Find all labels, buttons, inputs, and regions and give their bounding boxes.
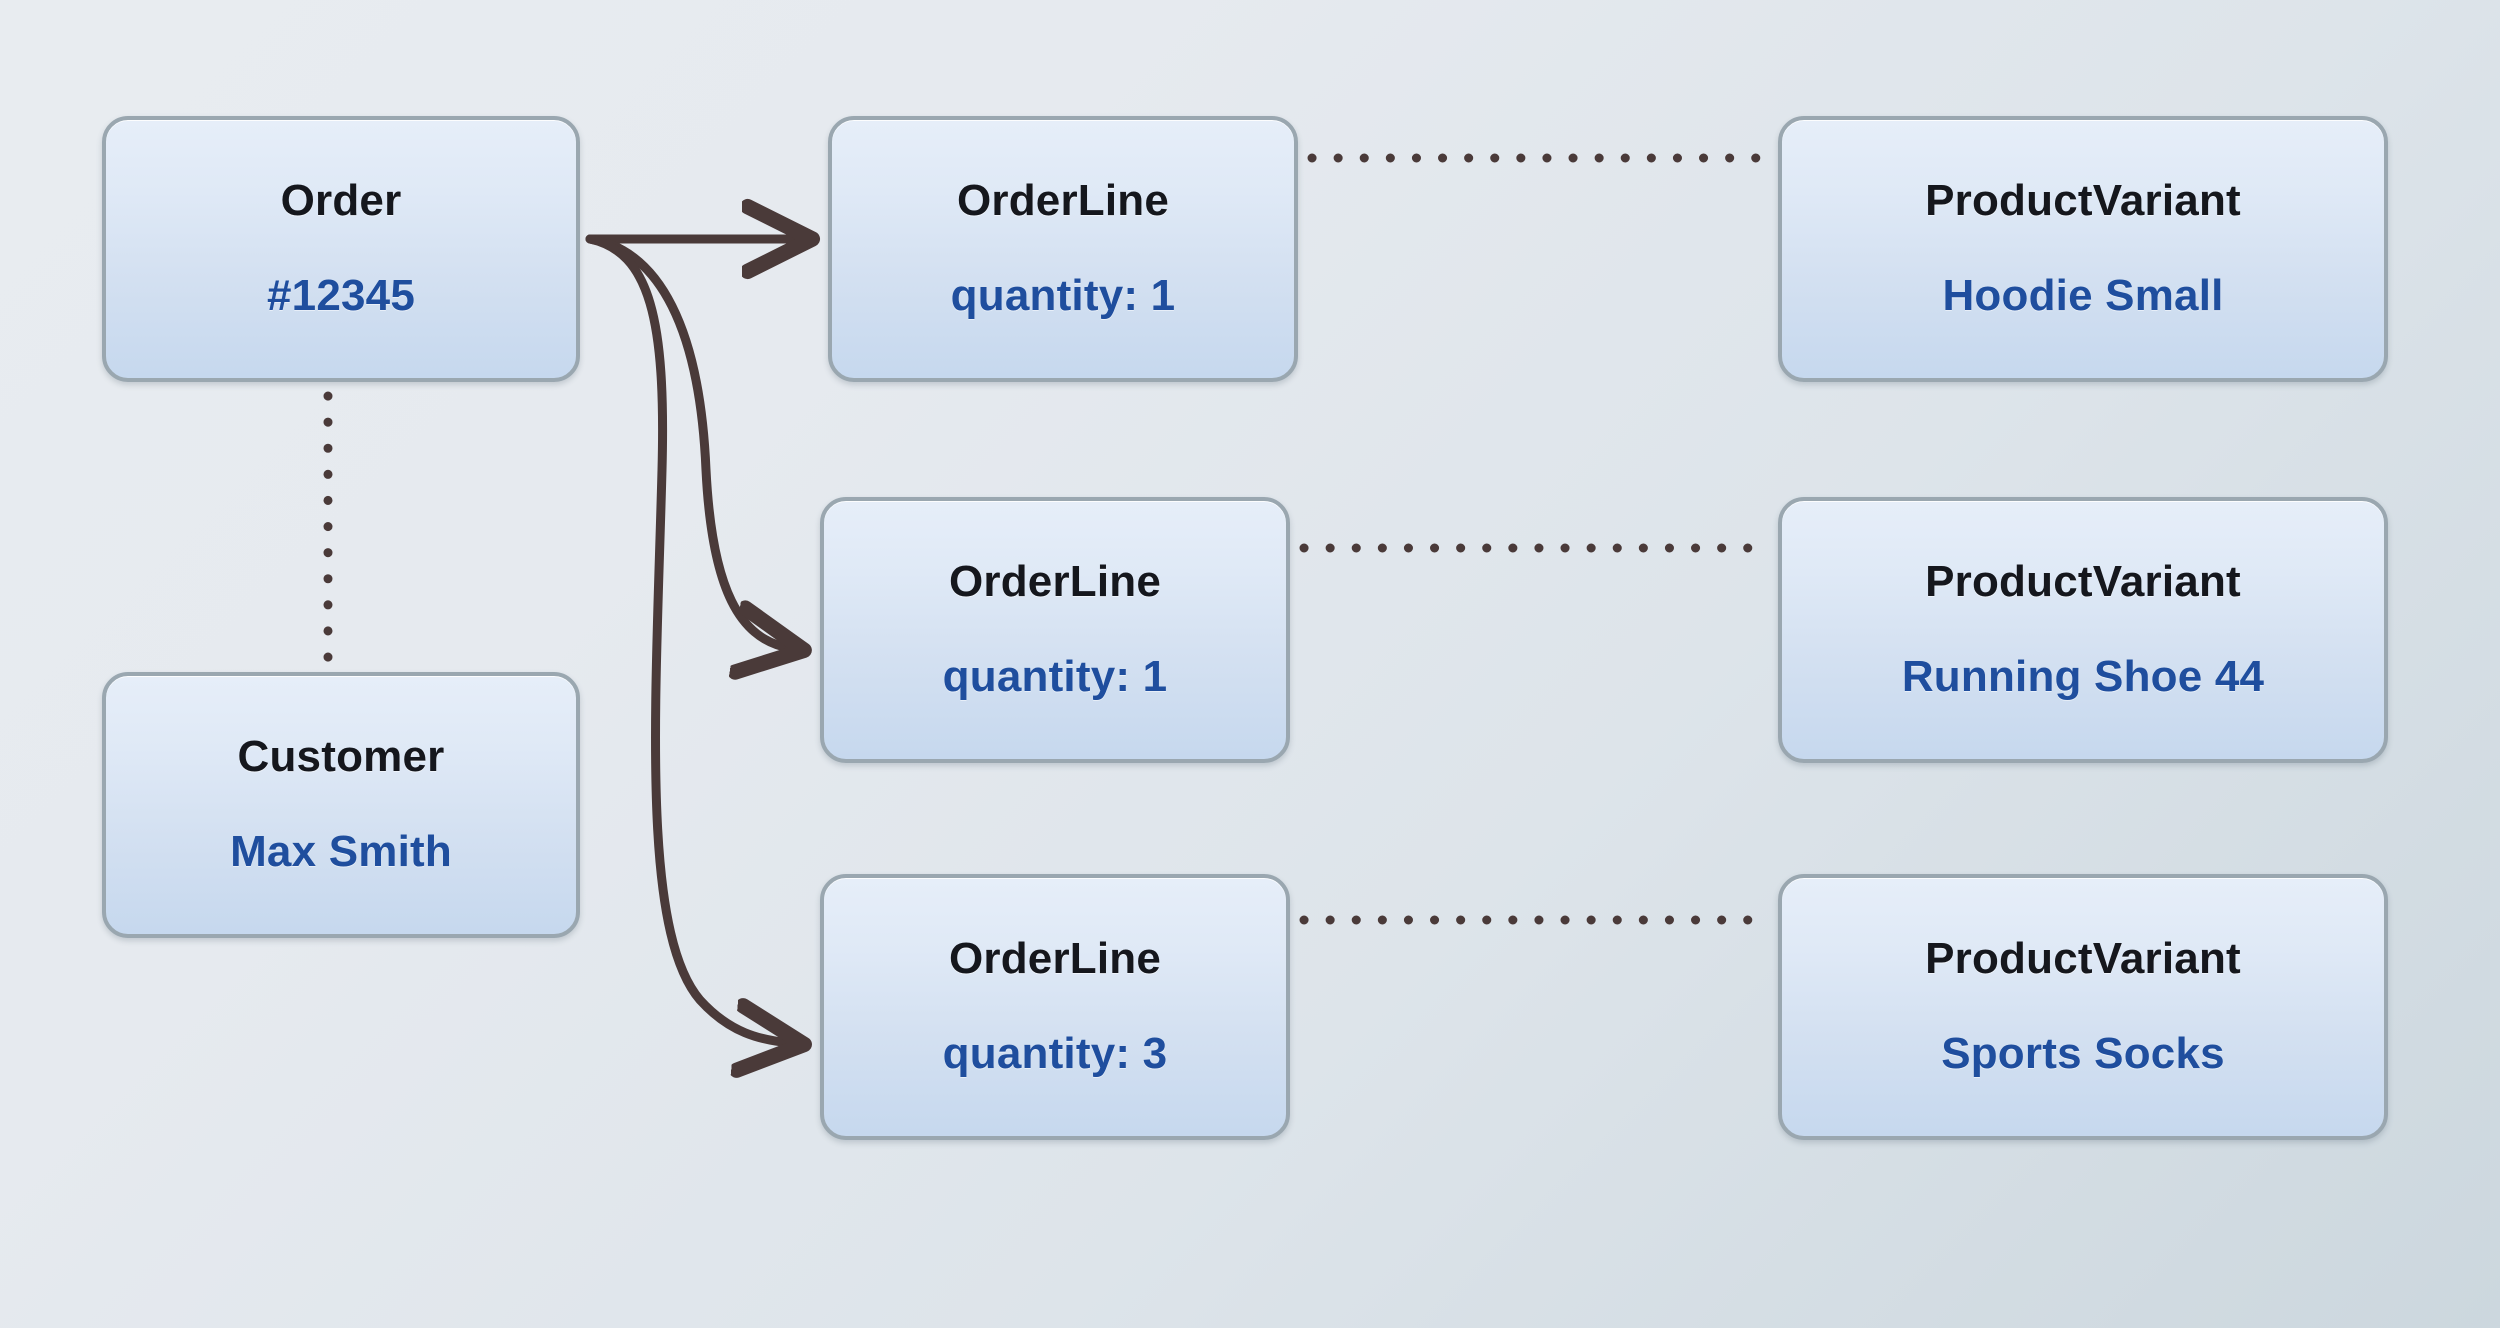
node-productvariant-1-subtitle: Hoodie Small <box>1942 271 2224 320</box>
node-productvariant-2-subtitle: Running Shoe 44 <box>1901 652 2265 701</box>
node-order-title: Order <box>280 176 402 226</box>
node-productvariant-2-title: ProductVariant <box>1925 557 2241 607</box>
node-orderline-3[interactable]: OrderLine quantity: 3 <box>820 874 1290 1140</box>
node-productvariant-3[interactable]: ProductVariant Sports Socks <box>1778 874 2388 1140</box>
node-productvariant-1[interactable]: ProductVariant Hoodie Small <box>1778 116 2388 382</box>
node-productvariant-2[interactable]: ProductVariant Running Shoe 44 <box>1778 497 2388 763</box>
node-customer[interactable]: Customer Max Smith <box>102 672 580 938</box>
node-customer-subtitle: Max Smith <box>230 827 452 876</box>
node-orderline-1-title: OrderLine <box>956 176 1170 226</box>
edge-order-to-orderline-2 <box>585 234 790 648</box>
node-order-subtitle: #12345 <box>266 271 416 320</box>
node-productvariant-3-subtitle: Sports Socks <box>1941 1029 2225 1078</box>
node-customer-title: Customer <box>237 732 445 782</box>
node-productvariant-1-title: ProductVariant <box>1925 176 2241 226</box>
node-order[interactable]: Order #12345 <box>102 116 580 382</box>
node-orderline-3-title: OrderLine <box>948 934 1162 984</box>
node-orderline-3-subtitle: quantity: 3 <box>942 1029 1168 1078</box>
node-orderline-2-title: OrderLine <box>948 557 1162 607</box>
node-orderline-2[interactable]: OrderLine quantity: 1 <box>820 497 1290 763</box>
node-orderline-1[interactable]: OrderLine quantity: 1 <box>828 116 1298 382</box>
node-orderline-1-subtitle: quantity: 1 <box>950 271 1176 320</box>
node-productvariant-3-title: ProductVariant <box>1925 934 2241 984</box>
node-orderline-2-subtitle: quantity: 1 <box>942 652 1168 701</box>
edge-order-to-orderline-3 <box>585 234 790 1043</box>
